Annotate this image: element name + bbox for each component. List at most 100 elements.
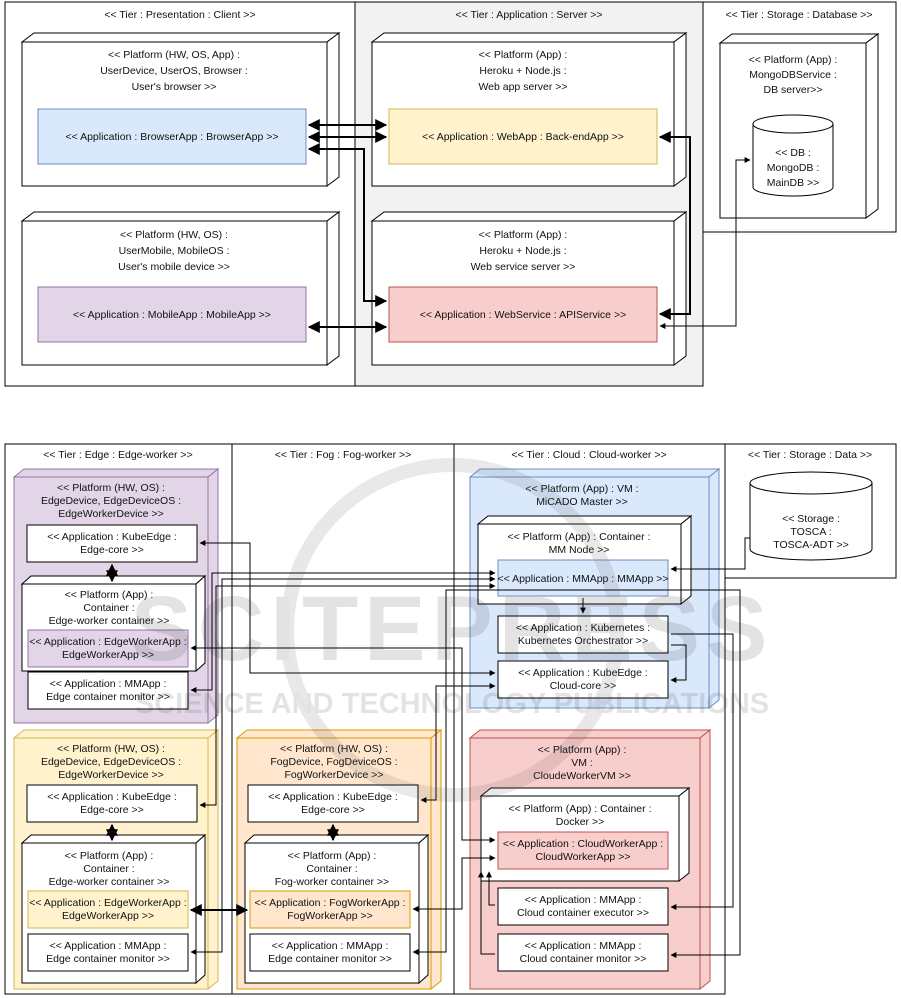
- platform-edge-device-1-line-3: EdgeWorkerDevice >>: [58, 508, 163, 520]
- app-cloud-kubeedge: << Application : KubeEdge : Cloud-core >…: [497, 660, 669, 699]
- platform-db-server-line-3: DB server>>: [764, 84, 823, 96]
- app-edge-mmapp-2-line-2: Edge container monitor >>: [46, 953, 170, 965]
- app-web-app: << Application : WebApp : Back-endApp >>: [388, 108, 658, 165]
- app-edge-mmapp-1: << Application : MMApp : Edge container …: [27, 671, 189, 710]
- platform-user-device-line-2: UserDevice, UserOS, Browser :: [100, 65, 248, 77]
- tier-storage-label: << Tier : Storage : Database >>: [725, 9, 872, 21]
- app-cloud-workerapp-line-2: CloudWorkerApp >>: [536, 851, 631, 863]
- connector-fogworker-cloudworker: [412, 855, 496, 912]
- platform-user-mobile-line-3: User's mobile device >>: [118, 261, 230, 273]
- app-browser-app-label: << Application : BrowserApp : BrowserApp…: [65, 131, 278, 143]
- app-edge-workerapp-1-line-2: EdgeWorkerApp >>: [62, 649, 154, 661]
- watermark-line-2: SCIENCE AND TECHNOLOGY PUBLICATIONS: [135, 688, 769, 720]
- app-edge-mmapp-1-line-1: << Application : MMApp :: [50, 678, 167, 690]
- platform-web-service-server-line-2: Heroku + Node.js :: [479, 245, 566, 257]
- tier-storage-data-label: << Tier : Storage : Data >>: [748, 449, 872, 461]
- app-web-app-label: << Application : WebApp : Back-endApp >>: [422, 131, 624, 143]
- platform-web-app-server-line-1: << Platform (App) :: [479, 49, 568, 61]
- app-edge-kubeedge-2-line-1: << Application : KubeEdge :: [47, 791, 177, 803]
- platform-db-server-line-1: << Platform (App) :: [749, 54, 838, 66]
- db-main: << DB : MongoDB : MainDB >>: [752, 114, 834, 197]
- tier-fog-label: << Tier : Fog : Fog-worker >>: [275, 449, 412, 461]
- watermark: SCITEPRESS SCIENCE AND TECHNOLOGY PUBLIC…: [131, 458, 769, 802]
- platform-cloud-worker-vm-line-3: CloudeWorkerVM >>: [533, 770, 631, 782]
- app-fog-kubeedge-line-2: Edge-core >>: [301, 804, 365, 816]
- platform-micado-master-line-1: << Platform (App) : VM :: [525, 483, 638, 495]
- platform-cloud-worker-vm-line-2: VM :: [571, 757, 593, 769]
- app-cloud-monitor-line-1: << Application : MMApp :: [525, 940, 642, 952]
- connector-browser-webservice: [307, 143, 388, 307]
- tier-application-label: << Tier : Application : Server >>: [455, 9, 602, 21]
- bottom-diagram: << Tier : Edge : Edge-worker >> << Tier …: [4, 443, 897, 995]
- connector-fogkubeedge-cloudcore: [420, 683, 496, 803]
- platform-cloud-worker-vm-line-1: << Platform (App) :: [538, 744, 627, 756]
- connector-webservice-db: [659, 157, 751, 329]
- platform-edge-container-2-line-1: << Platform (App) :: [65, 850, 154, 862]
- platform-fog-device-line-2: FogDevice, FogDeviceOS :: [270, 756, 397, 768]
- app-edge-mmapp-2: << Application : MMApp : Edge container …: [27, 933, 189, 972]
- platform-user-device-line-1: << Platform (HW, OS, App) :: [108, 49, 240, 61]
- app-cloud-monitor-line-2: Cloud container monitor >>: [520, 953, 647, 965]
- platform-edge-device-2-line-3: EdgeWorkerDevice >>: [58, 769, 163, 781]
- app-fog-workerapp-line-1: << Application : FogWorkerApp :: [255, 897, 406, 909]
- tier-edge-label: << Tier : Edge : Edge-worker >>: [43, 449, 192, 461]
- app-mobile-app-label: << Application : MobileApp : MobileApp >…: [73, 309, 271, 321]
- app-fog-mmapp-line-1: << Application : MMApp :: [272, 940, 389, 952]
- app-edge-mmapp-2-line-1: << Application : MMApp :: [50, 940, 167, 952]
- app-cloud-monitor: << Application : MMApp : Cloud container…: [497, 933, 669, 972]
- platform-web-app-server-line-3: Web app server >>: [478, 81, 567, 93]
- platform-web-app-server-line-2: Heroku + Node.js :: [479, 65, 566, 77]
- app-cloud-executor-line-1: << Application : MMApp :: [525, 894, 642, 906]
- db-main-line-1: << DB :: [775, 147, 811, 159]
- connector-k8s-executor: [670, 633, 734, 910]
- storage-tosca-line-1: << Storage :: [782, 513, 840, 525]
- platform-docker-container-line-2: Docker >>: [556, 816, 604, 828]
- platform-fog-container-line-2: Container :: [306, 863, 357, 875]
- platform-docker-container-line-1: << Platform (App) : Container :: [509, 803, 652, 815]
- app-web-service: << Application : WebService : APIService…: [388, 286, 658, 343]
- platform-edge-container-1-line-1: << Platform (App) :: [65, 589, 154, 601]
- platform-edge-container-1-line-3: Edge-worker container >>: [49, 615, 170, 627]
- db-main-line-2: MongoDB :: [767, 162, 820, 174]
- tier-presentation-label: << Tier : Presentation : Client >>: [104, 9, 255, 21]
- platform-user-mobile-line-2: UserMobile, MobileOS :: [119, 245, 230, 257]
- top-diagram: << Tier : Presentation : Client >> << Ti…: [4, 1, 897, 387]
- app-edge-kubeedge-2-line-2: Edge-core >>: [80, 804, 144, 816]
- storage-tosca-line-3: TOSCA-ADT >>: [773, 539, 848, 551]
- app-edge-workerapp-2-line-1: << Application : EdgeWorkerApp :: [29, 897, 186, 909]
- platform-fog-container-line-3: Fog-worker container >>: [275, 876, 389, 888]
- app-edge-kubeedge-1-line-2: Edge-core >>: [80, 544, 144, 556]
- app-edge-workerapp-1-line-1: << Application : EdgeWorkerApp :: [29, 636, 186, 648]
- app-mobile-app: << Application : MobileApp : MobileApp >…: [37, 286, 307, 343]
- platform-edge-device-1-line-1: << Platform (HW, OS) :: [57, 482, 165, 494]
- platform-user-device-line-3: User's browser >>: [132, 81, 217, 93]
- platform-edge-container-2-line-3: Edge-worker container >>: [49, 876, 170, 888]
- platform-edge-device-1-line-2: EdgeDevice, EdgeDeviceOS :: [41, 495, 181, 507]
- connector-k8s-cloudcore: [670, 644, 687, 683]
- platform-mm-node-line-2: MM Node >>: [549, 544, 610, 556]
- platform-edge-container-2-line-2: Container :: [83, 863, 134, 875]
- app-fog-mmapp: << Application : MMApp : Edge container …: [249, 933, 411, 972]
- connector-mmapp2-mmapp: [190, 576, 496, 955]
- app-cloud-workerapp-line-1: << Application : CloudWorkerApp :: [503, 838, 663, 850]
- platform-user-mobile-line-1: << Platform (HW, OS) :: [120, 229, 228, 241]
- app-web-service-label: << Application : WebService : APIService…: [420, 309, 626, 321]
- connector-executor-cloudworker: [486, 871, 495, 906]
- app-kubernetes-line-2: Kubernetes Orchestrator >>: [518, 635, 648, 647]
- app-fog-mmapp-line-2: Edge container monitor >>: [268, 953, 392, 965]
- app-cloud-executor: << Application : MMApp : Cloud container…: [497, 887, 669, 926]
- connector-tosca-mmapp: [670, 537, 750, 572]
- app-fog-kubeedge-line-1: << Application : KubeEdge :: [268, 791, 398, 803]
- platform-micado-master-line-2: MiCADO Master >>: [536, 496, 628, 508]
- storage-tosca: << Storage : TOSCA : TOSCA-ADT >>: [749, 471, 873, 561]
- db-main-line-3: MainDB >>: [767, 177, 820, 189]
- platform-fog-container-line-1: << Platform (App) :: [288, 850, 377, 862]
- app-cloud-kubeedge-line-1: << Application : KubeEdge :: [518, 667, 648, 679]
- platform-web-service-server-line-3: Web service server >>: [471, 261, 576, 273]
- app-edge-workerapp-2: << Application : EdgeWorkerApp : EdgeWor…: [27, 890, 189, 929]
- app-cloud-workerapp: << Application : CloudWorkerApp : CloudW…: [497, 831, 669, 870]
- platform-db-server-line-2: MongoDBService :: [749, 69, 837, 81]
- app-cloud-executor-line-2: Cloud container executor >>: [517, 907, 649, 919]
- app-browser-app: << Application : BrowserApp : BrowserApp…: [37, 108, 307, 165]
